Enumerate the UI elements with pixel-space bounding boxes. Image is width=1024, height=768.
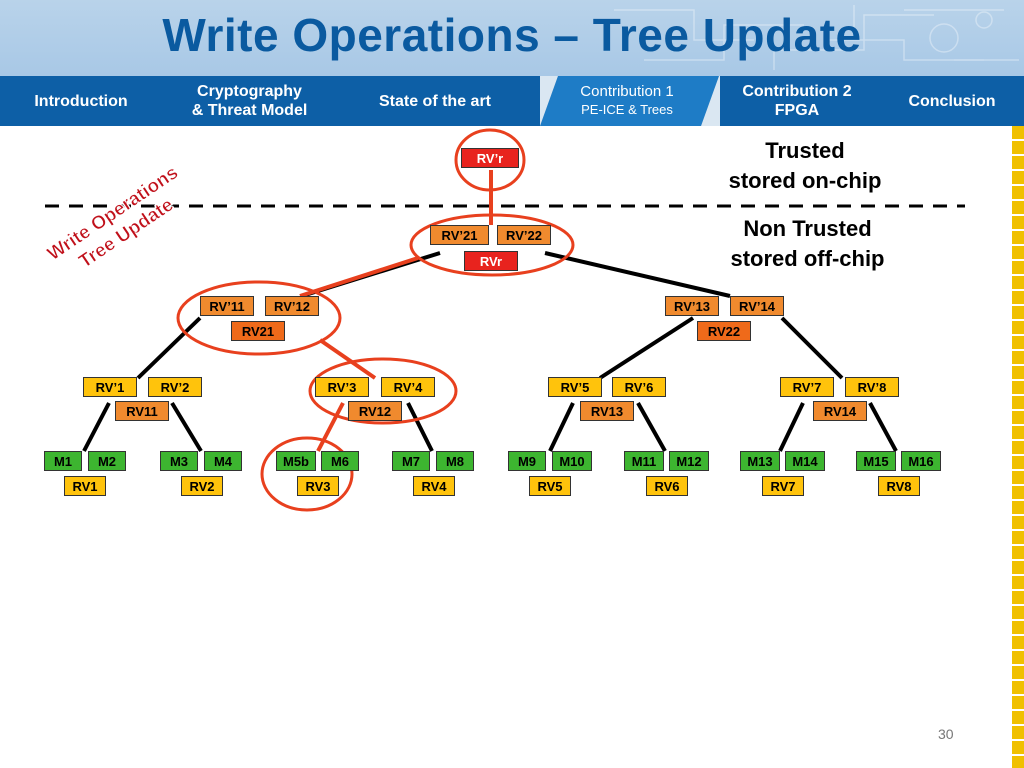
- leaf-block: M4: [204, 451, 242, 471]
- node-level3-c-top-a: RV’5: [548, 377, 602, 397]
- nav-cryptography-line2: & Threat Model: [191, 102, 308, 119]
- trusted-label-line1: Trusted: [765, 138, 845, 163]
- leaf-rv: RV4: [413, 476, 455, 496]
- node-level3-a-top-a: RV’1: [83, 377, 137, 397]
- nontrusted-label: Non Trusted stored off-chip: [700, 214, 915, 274]
- node-level1-bottom: RVr: [464, 251, 518, 271]
- node-level2-b-top-a: RV’13: [665, 296, 719, 316]
- node-level2-b-bottom: RV22: [697, 321, 751, 341]
- leaf-rv: RV1: [64, 476, 106, 496]
- section-navbar: [0, 76, 1024, 126]
- node-level2-a-bottom: RV21: [231, 321, 285, 341]
- nav-state-of-the-art-label: State of the art: [378, 92, 491, 110]
- leaf-rv: RV8: [878, 476, 920, 496]
- active-section-tab: [540, 76, 720, 126]
- node-level3-b-bottom: RV12: [348, 401, 402, 421]
- leaf-block: M13: [740, 451, 780, 471]
- nav-contribution-1-line2: PE-ICE & Trees: [581, 102, 673, 117]
- node-level2-b-top-b: RV’14: [730, 296, 784, 316]
- tree-diagram: [45, 128, 965, 512]
- leaf-rv: RV6: [646, 476, 688, 496]
- nav-contribution-2-line2: FPGA: [774, 102, 820, 119]
- node-level3-c-bottom: RV13: [580, 401, 634, 421]
- nav-contribution-2-line1: Contribution 2: [742, 83, 852, 100]
- circuit-decoration: [614, 5, 1019, 70]
- nav-introduction-label: Introduction: [34, 92, 128, 110]
- leaf-block: M10: [552, 451, 592, 471]
- node-level3-d-top-a: RV’7: [780, 377, 834, 397]
- node-level1-top-a: RV’21: [430, 225, 489, 245]
- slide-title: Write Operations – Tree Update: [162, 9, 862, 61]
- node-level3-b-top-b: RV’4: [381, 377, 435, 397]
- right-decorative-bar: [1012, 126, 1024, 768]
- nav-cryptography-line1: Cryptography: [197, 83, 302, 100]
- node-level2-a-top-b: RV’12: [265, 296, 319, 316]
- node-level3-d-top-b: RV’8: [845, 377, 899, 397]
- leaf-block: M14: [785, 451, 825, 471]
- leaf-rv: RV3: [297, 476, 339, 496]
- nav-contribution-2[interactable]: Contribution 2 FPGA: [718, 76, 876, 126]
- leaf-block: M2: [88, 451, 126, 471]
- leaf-block: M3: [160, 451, 198, 471]
- nav-contribution-1-line1: Contribution 1: [580, 83, 674, 100]
- leaf-block: M15: [856, 451, 896, 471]
- nav-introduction[interactable]: Introduction: [0, 76, 162, 126]
- node-level3-c-top-b: RV’6: [612, 377, 666, 397]
- nav-contribution-1[interactable]: Contribution 1 PE-ICE & Trees: [553, 76, 701, 126]
- node-level2-a-top-a: RV’11: [200, 296, 254, 316]
- node-root: RV’r: [461, 148, 519, 168]
- leaf-rv: RV7: [762, 476, 804, 496]
- leaf-block: M12: [669, 451, 709, 471]
- leaf-rv: RV2: [181, 476, 223, 496]
- page-number: 30: [938, 726, 954, 742]
- leaf-block: M16: [901, 451, 941, 471]
- leaf-block: M8: [436, 451, 474, 471]
- node-level3-d-bottom: RV14: [813, 401, 867, 421]
- leaf-block: M6: [321, 451, 359, 471]
- trusted-label-line2: stored on-chip: [728, 168, 882, 193]
- nav-conclusion[interactable]: Conclusion: [884, 76, 1020, 126]
- nav-conclusion-label: Conclusion: [908, 92, 996, 110]
- trusted-label: Trusted stored on-chip: [700, 136, 910, 196]
- nontrusted-label-line1: Non Trusted: [743, 216, 872, 241]
- nav-state-of-the-art[interactable]: State of the art: [337, 76, 533, 126]
- node-level3-a-top-b: RV’2: [148, 377, 202, 397]
- leaf-rv: RV5: [529, 476, 571, 496]
- nav-cryptography[interactable]: Cryptography & Threat Model: [162, 76, 337, 126]
- nontrusted-label-line2: stored off-chip: [730, 246, 885, 271]
- slide-header: Write Operations – Tree Update: [0, 0, 1024, 76]
- leaf-block: M7: [392, 451, 430, 471]
- leaf-block: M1: [44, 451, 82, 471]
- node-level3-a-bottom: RV11: [115, 401, 169, 421]
- node-level3-b-top-a: RV’3: [315, 377, 369, 397]
- leaf-block: M11: [624, 451, 664, 471]
- leaf-block: M9: [508, 451, 546, 471]
- tree-edges: [82, 251, 898, 453]
- node-level1-top-b: RV’22: [497, 225, 551, 245]
- leaf-block: M5b: [276, 451, 316, 471]
- highlight-ellipses: [176, 128, 575, 512]
